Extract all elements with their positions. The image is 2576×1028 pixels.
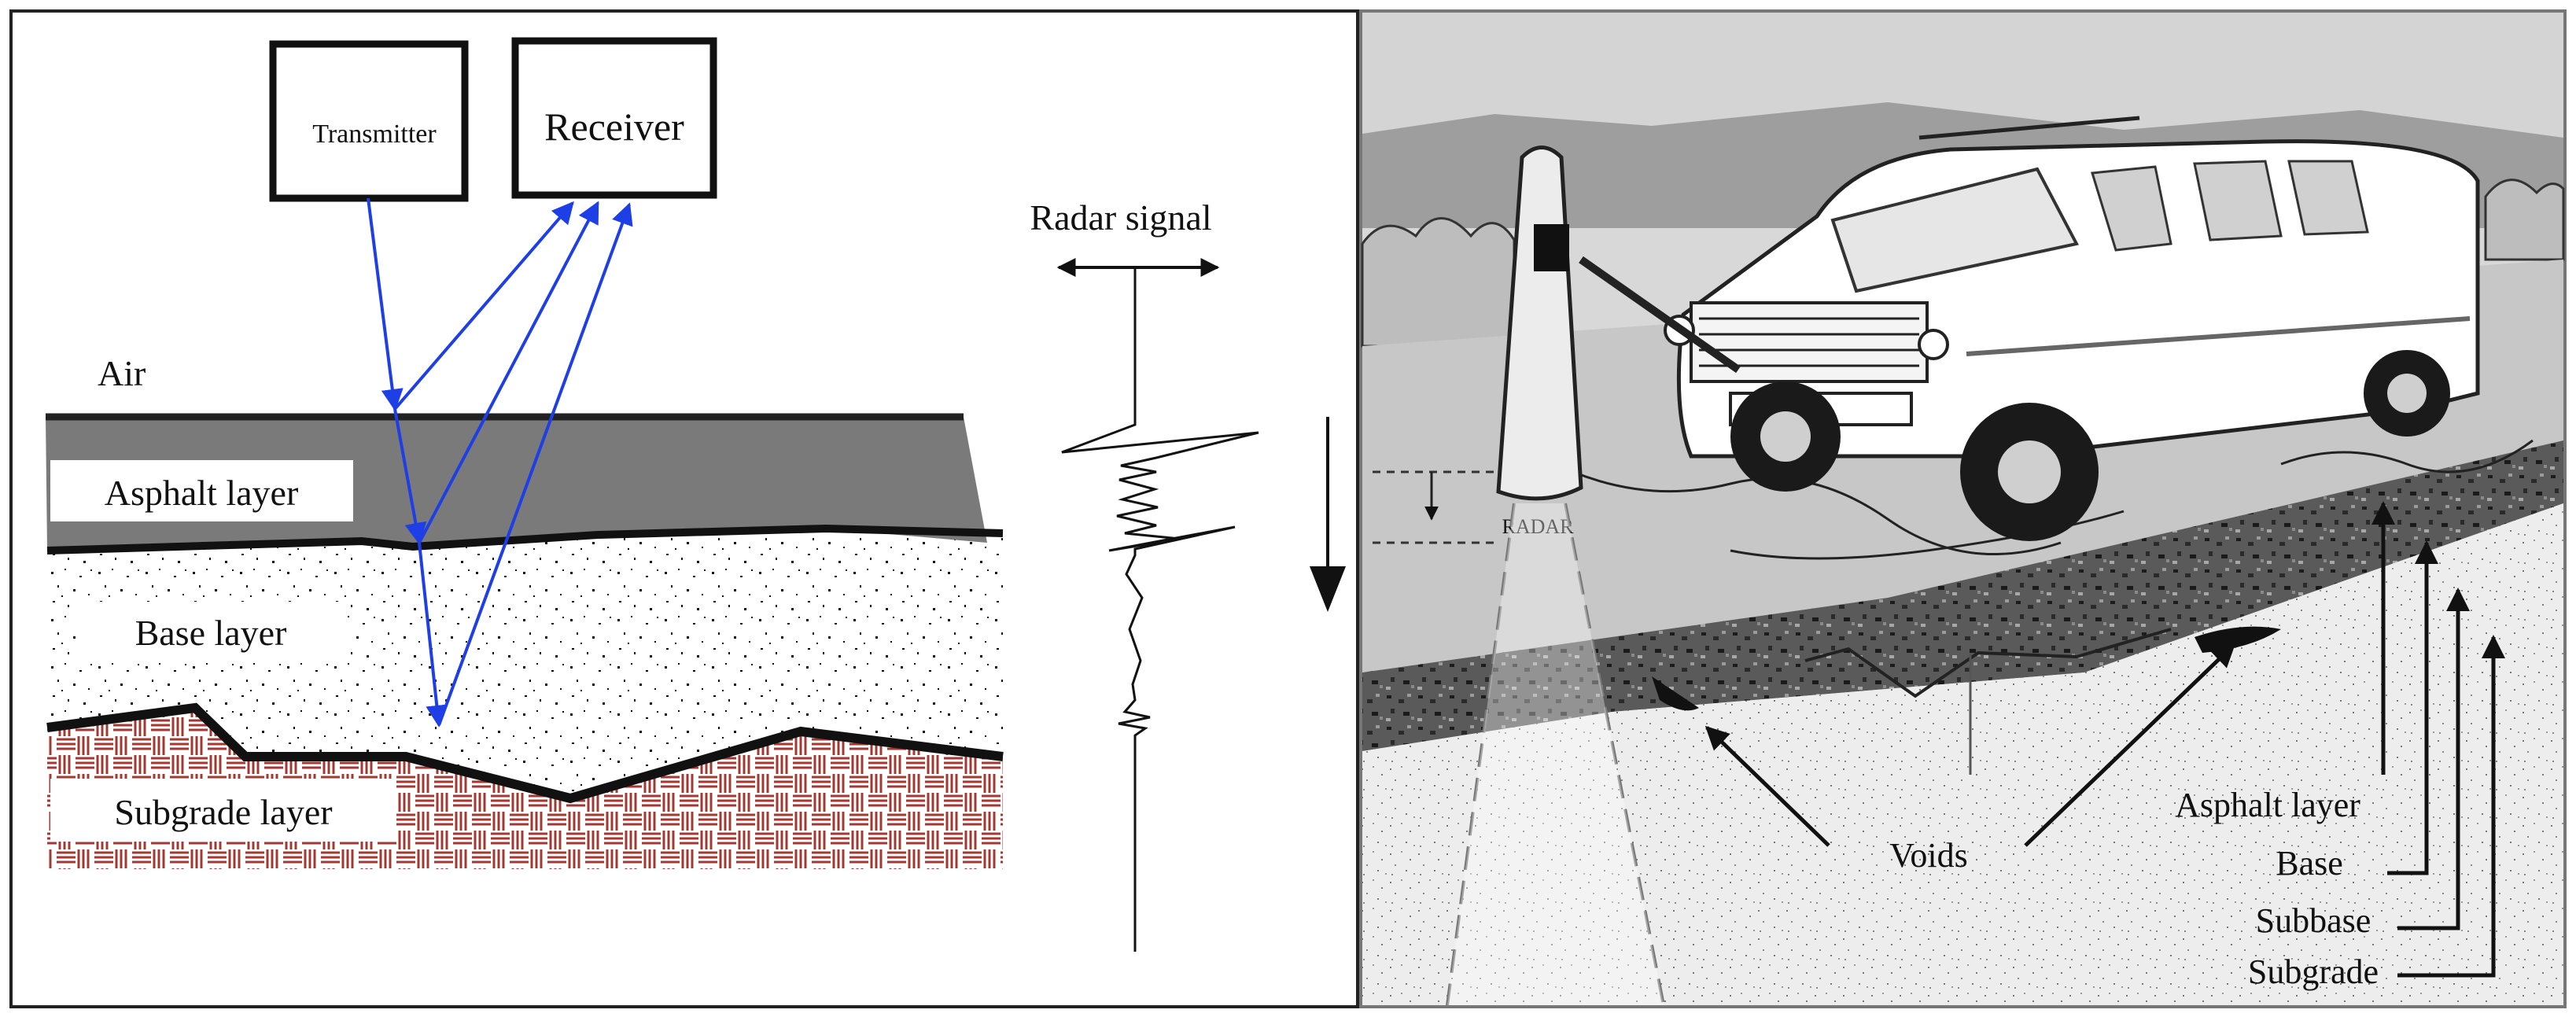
asphalt-label-plate: [50, 460, 353, 521]
radar-signal-trace: [1061, 267, 1259, 952]
roadside-bushes: [1361, 217, 1516, 348]
radar-antenna-unit: RADAR: [1446, 146, 1741, 1006]
van-side-window-3: [2287, 160, 2369, 236]
radar-beam: [1446, 503, 1665, 1006]
radar-beam-fill: [1447, 503, 1664, 1005]
right-base-label: Base: [2276, 844, 2343, 882]
asphalt-label: Asphalt layer: [105, 473, 299, 513]
subgrade-label-plate: [50, 779, 396, 842]
radar-unit-label: RADAR: [1502, 515, 1574, 538]
incident-ray-subgrade: [418, 542, 448, 728]
air-label: Air: [98, 353, 146, 393]
receiver-label: Receiver: [544, 105, 684, 149]
layer-leaders: [2371, 501, 2505, 978]
van-grille-slats: [1699, 317, 1919, 367]
left-panel: Transmitter Receiver Air Asphalt layer B…: [9, 9, 1359, 1008]
van-wheel-front-right: [1960, 403, 2099, 541]
van-windshield: [1830, 167, 2079, 293]
subgrade-label: Subgrade layer: [114, 792, 332, 832]
distant-bushes: [2484, 179, 2565, 261]
right-panel: RADAR Voids Asphalt layer Base Subbase S…: [1359, 9, 2567, 1008]
reflected-ray-base: [437, 202, 633, 726]
reference-lines: [1373, 470, 1498, 544]
van-side-window-1: [2091, 165, 2172, 252]
base-layer: [47, 529, 1003, 798]
asphalt-cutaway: [1362, 440, 2563, 751]
reflected-ray-surface: [393, 201, 574, 411]
incident-ray: [367, 197, 404, 411]
van-headlight-right: [1918, 329, 1949, 360]
reflected-ray-asphalt: [418, 201, 599, 543]
right-subgrade-label: Subgrade: [2248, 952, 2379, 991]
van-wheel-rear: [2364, 350, 2450, 437]
right-asphalt-label: Asphalt layer: [2175, 786, 2360, 824]
van-side-window-2: [2193, 160, 2283, 241]
base-label: Base layer: [135, 613, 287, 653]
void-shape-left: [1652, 676, 1699, 711]
excavation-edge: [1804, 628, 2172, 698]
van-side-stripe: [1966, 316, 2471, 356]
incident-ray-base: [393, 408, 427, 545]
van-roof-rack: [1918, 116, 2140, 140]
depth-arrow-head: [1310, 566, 1346, 612]
transmitter-label: Transmitter: [312, 120, 437, 149]
voids-pointer-right: [2024, 643, 2236, 847]
radar-mount-arm: [1579, 256, 1741, 374]
van-wheel-front: [1730, 381, 1841, 492]
voids-pointer-left: [1704, 725, 1830, 847]
base-subgrade-interface: [46, 702, 1004, 804]
receiver-box: [511, 37, 717, 199]
radar-antenna-window: [1534, 224, 1569, 271]
leader-subgrade: [2397, 635, 2505, 978]
voids-label: Voids: [1889, 836, 1967, 875]
leader-base: [2387, 540, 2438, 875]
base-label-plate: [79, 602, 346, 660]
right-subbase-label: Subbase: [2256, 901, 2371, 940]
van-grille: [1690, 301, 1929, 383]
radar-signal-label: Radar signal: [1030, 197, 1211, 238]
leader-subbase: [2397, 588, 2470, 930]
radar-rays: [367, 197, 633, 728]
survey-van: [1664, 116, 2480, 541]
